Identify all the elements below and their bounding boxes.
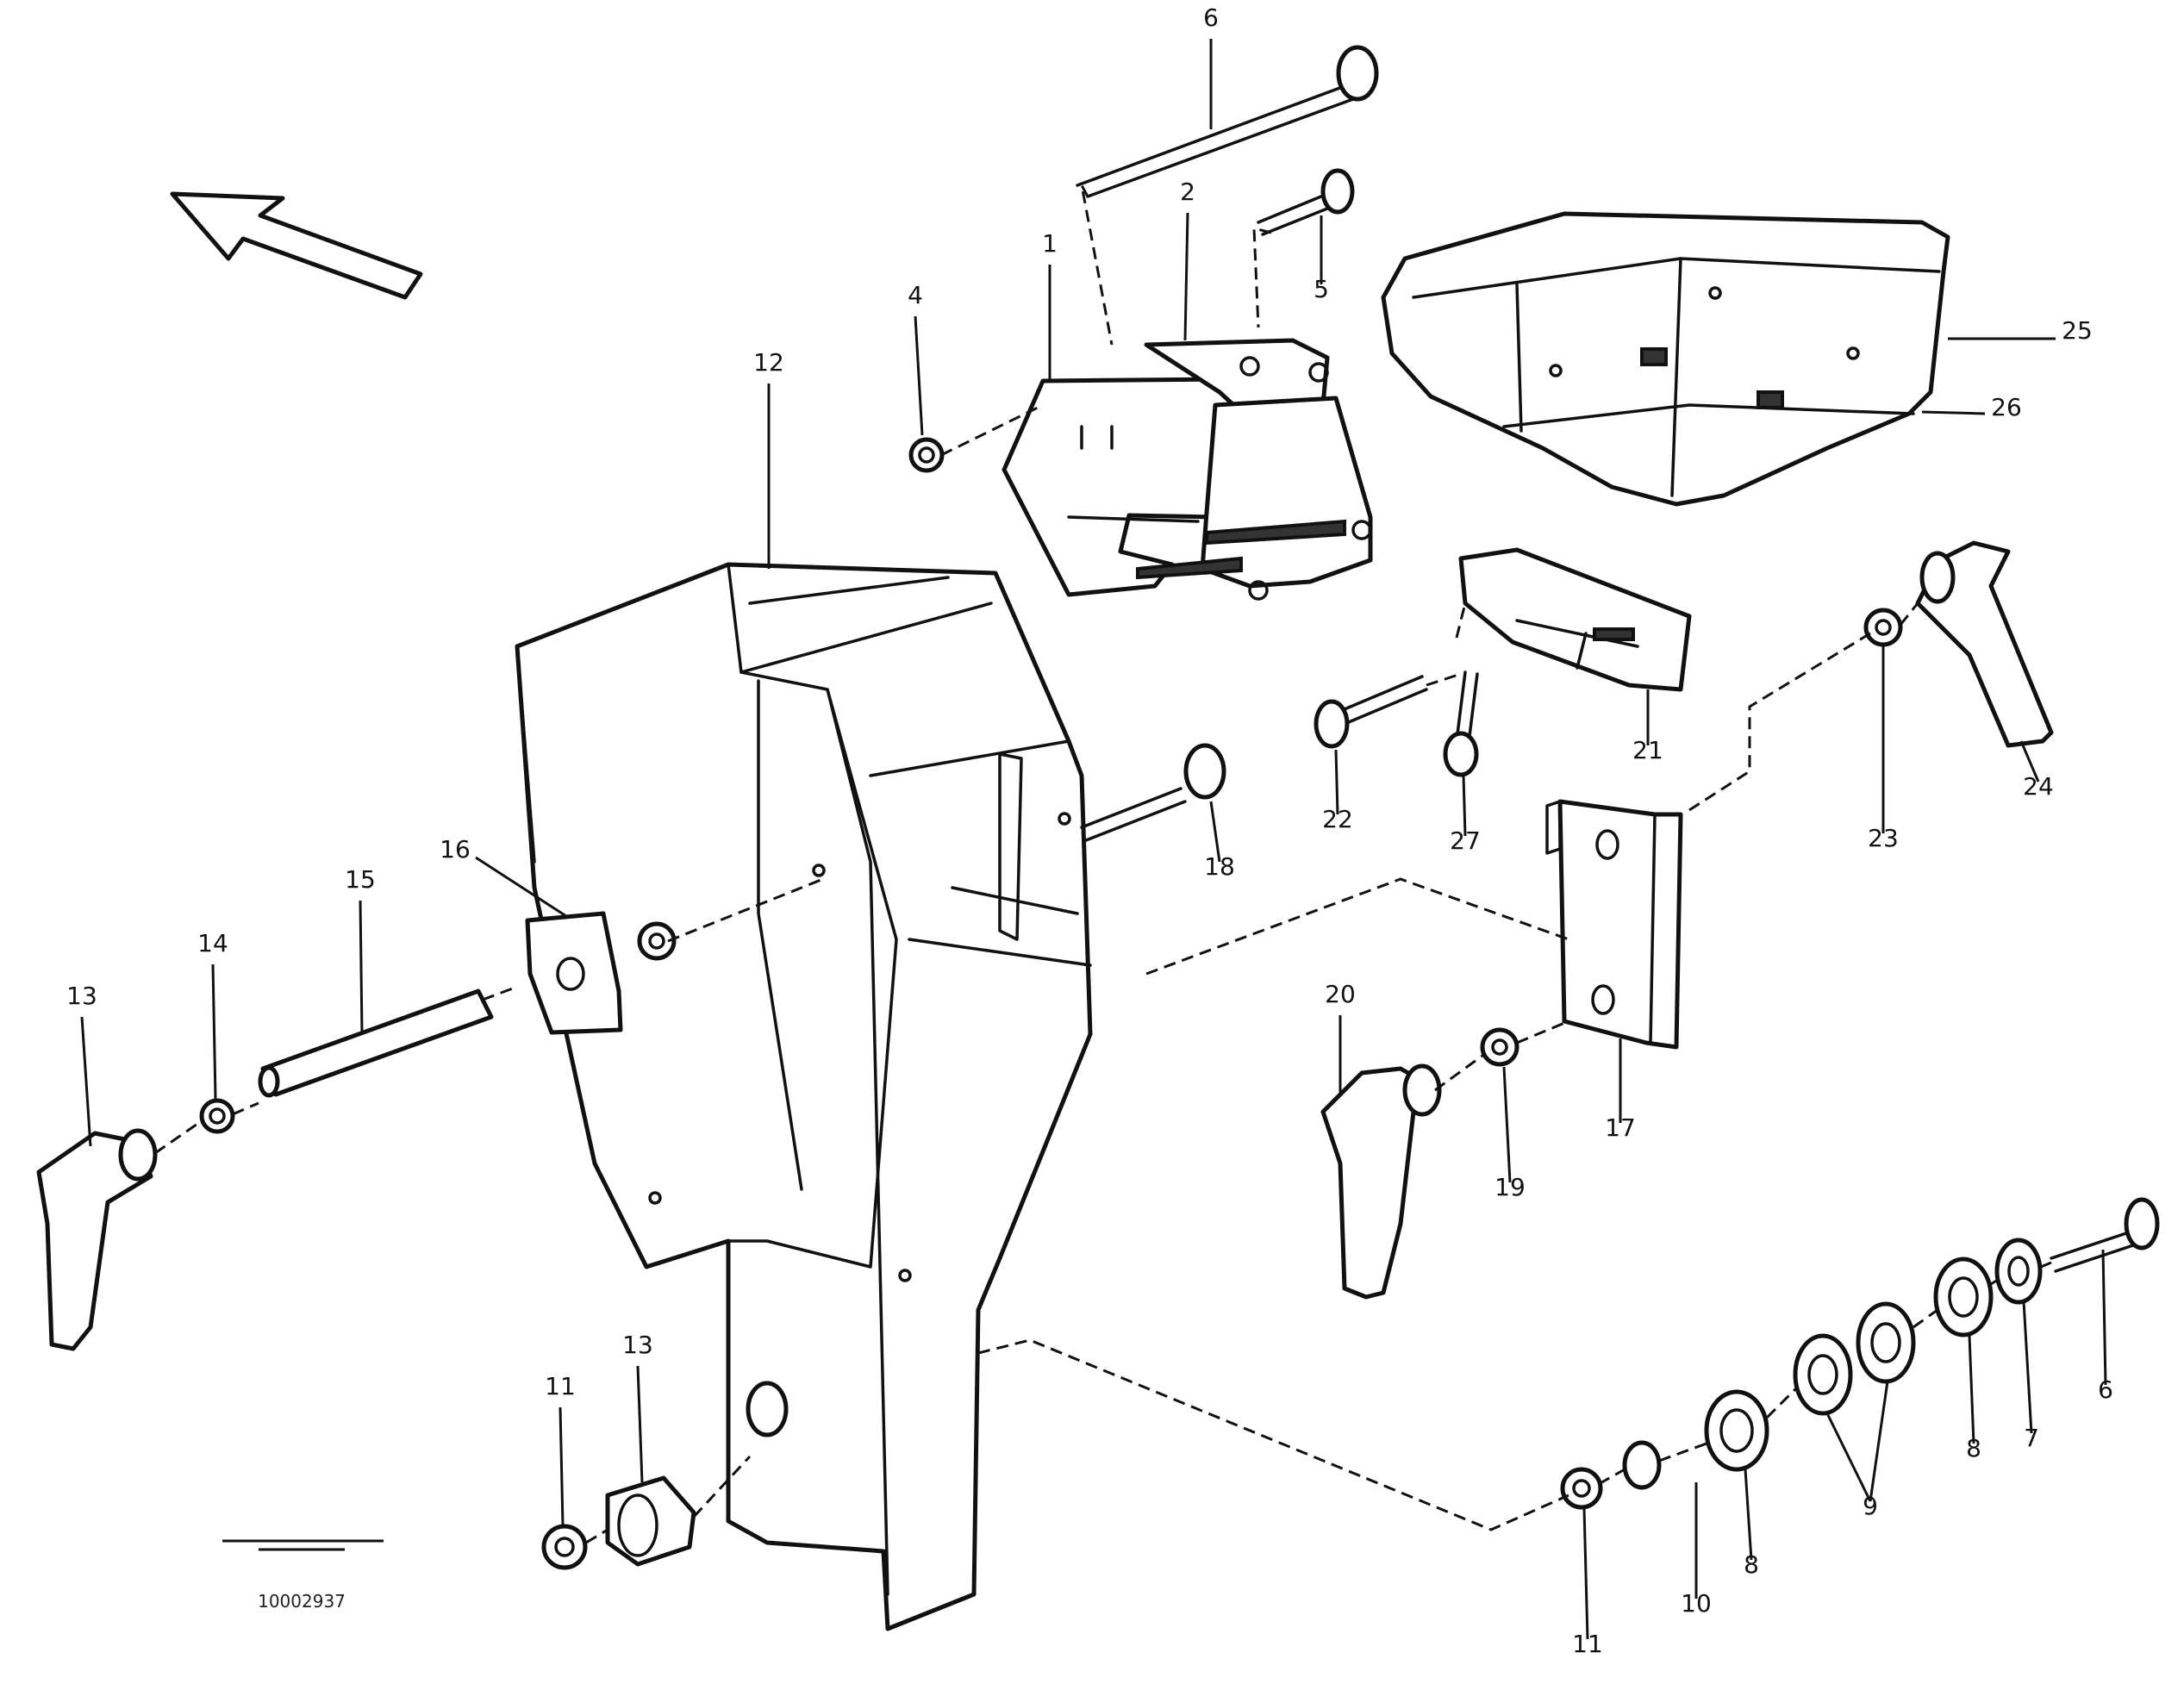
- callout-n6-top: 6: [1203, 3, 1219, 32]
- nut-4: [908, 437, 945, 473]
- callout-n20: 20: [1325, 980, 1356, 1008]
- callout-n8-a: 8: [1744, 1550, 1759, 1579]
- callout-n15: 15: [345, 865, 376, 894]
- leader-lines: [80, 39, 2107, 1640]
- callout-n5: 5: [1314, 275, 1329, 303]
- callout-n13-left: 13: [66, 982, 97, 1010]
- callout-n11-left: 11: [545, 1372, 576, 1400]
- washer-housing: [637, 921, 677, 961]
- callout-n26: 26: [1991, 393, 2022, 421]
- seat-cushion-25-26: [1381, 211, 1950, 507]
- callout-n22: 22: [1322, 805, 1353, 833]
- nut-11-bottom: [1560, 1467, 1603, 1510]
- callout-n14: 14: [197, 929, 228, 957]
- callout-n27: 27: [1450, 826, 1481, 855]
- bushing-8-a: [1704, 1389, 1769, 1472]
- callout-n10: 10: [1681, 1589, 1712, 1618]
- drawing-reference-number: 10002937: [258, 1591, 346, 1612]
- drawing-reference-block: 10002937: [222, 1539, 384, 1612]
- bushing-8-b: [1933, 1257, 1994, 1338]
- rod-15: [258, 988, 494, 1098]
- callout-n11-bottom: 11: [1572, 1630, 1603, 1658]
- bracket-17: [1545, 799, 1683, 1050]
- callout-n16: 16: [440, 835, 471, 864]
- callout-n6-right: 6: [2098, 1375, 2113, 1404]
- callout-n18: 18: [1204, 852, 1235, 881]
- washer-10: [1622, 1440, 1662, 1490]
- callout-n19: 19: [1494, 1173, 1526, 1201]
- washer-7: [1994, 1238, 2043, 1305]
- callout-n8-b: 8: [1966, 1434, 1981, 1462]
- handle-13-left: [36, 1128, 158, 1351]
- callout-n9: 9: [1863, 1492, 1878, 1520]
- bolt-27: [1443, 670, 1479, 777]
- callout-n4: 4: [908, 281, 923, 309]
- spacer-13-bottom: [605, 1475, 696, 1567]
- spring-washer-9: [1793, 1301, 1916, 1416]
- callout-n1: 1: [1042, 229, 1058, 258]
- bracket-21: [1458, 547, 1692, 692]
- assembly-lines: [154, 184, 2052, 1544]
- callout-n7: 7: [2024, 1424, 2039, 1452]
- washer-19: [1480, 1027, 1519, 1067]
- callout-n13-bottom: 13: [622, 1331, 653, 1359]
- callout-n21: 21: [1632, 736, 1663, 764]
- washer-23: [1863, 608, 1903, 647]
- upper-bracket-assembly: [1002, 338, 1373, 601]
- bolt-6-top: [1076, 45, 1379, 198]
- bolt-22: [1314, 675, 1428, 749]
- callout-n25: 25: [2062, 316, 2093, 345]
- callout-n12: 12: [753, 348, 784, 377]
- callout-n17: 17: [1605, 1113, 1636, 1142]
- handle-20: [1320, 1063, 1442, 1300]
- callout-n23: 23: [1868, 824, 1899, 852]
- washer-14: [199, 1098, 235, 1134]
- callout-n2: 2: [1180, 178, 1195, 206]
- main-housing-12: [515, 562, 1093, 1631]
- callout-n24: 24: [2023, 772, 2054, 801]
- bolt-5: [1257, 168, 1355, 236]
- nut-11-left: [541, 1524, 588, 1570]
- clamp-plate-16: [525, 911, 623, 1035]
- bolt-6-right: [2050, 1197, 2160, 1273]
- handle-24: [1915, 540, 2054, 748]
- bolt-18: [1080, 743, 1226, 842]
- direction-arrow-icon: [170, 191, 423, 300]
